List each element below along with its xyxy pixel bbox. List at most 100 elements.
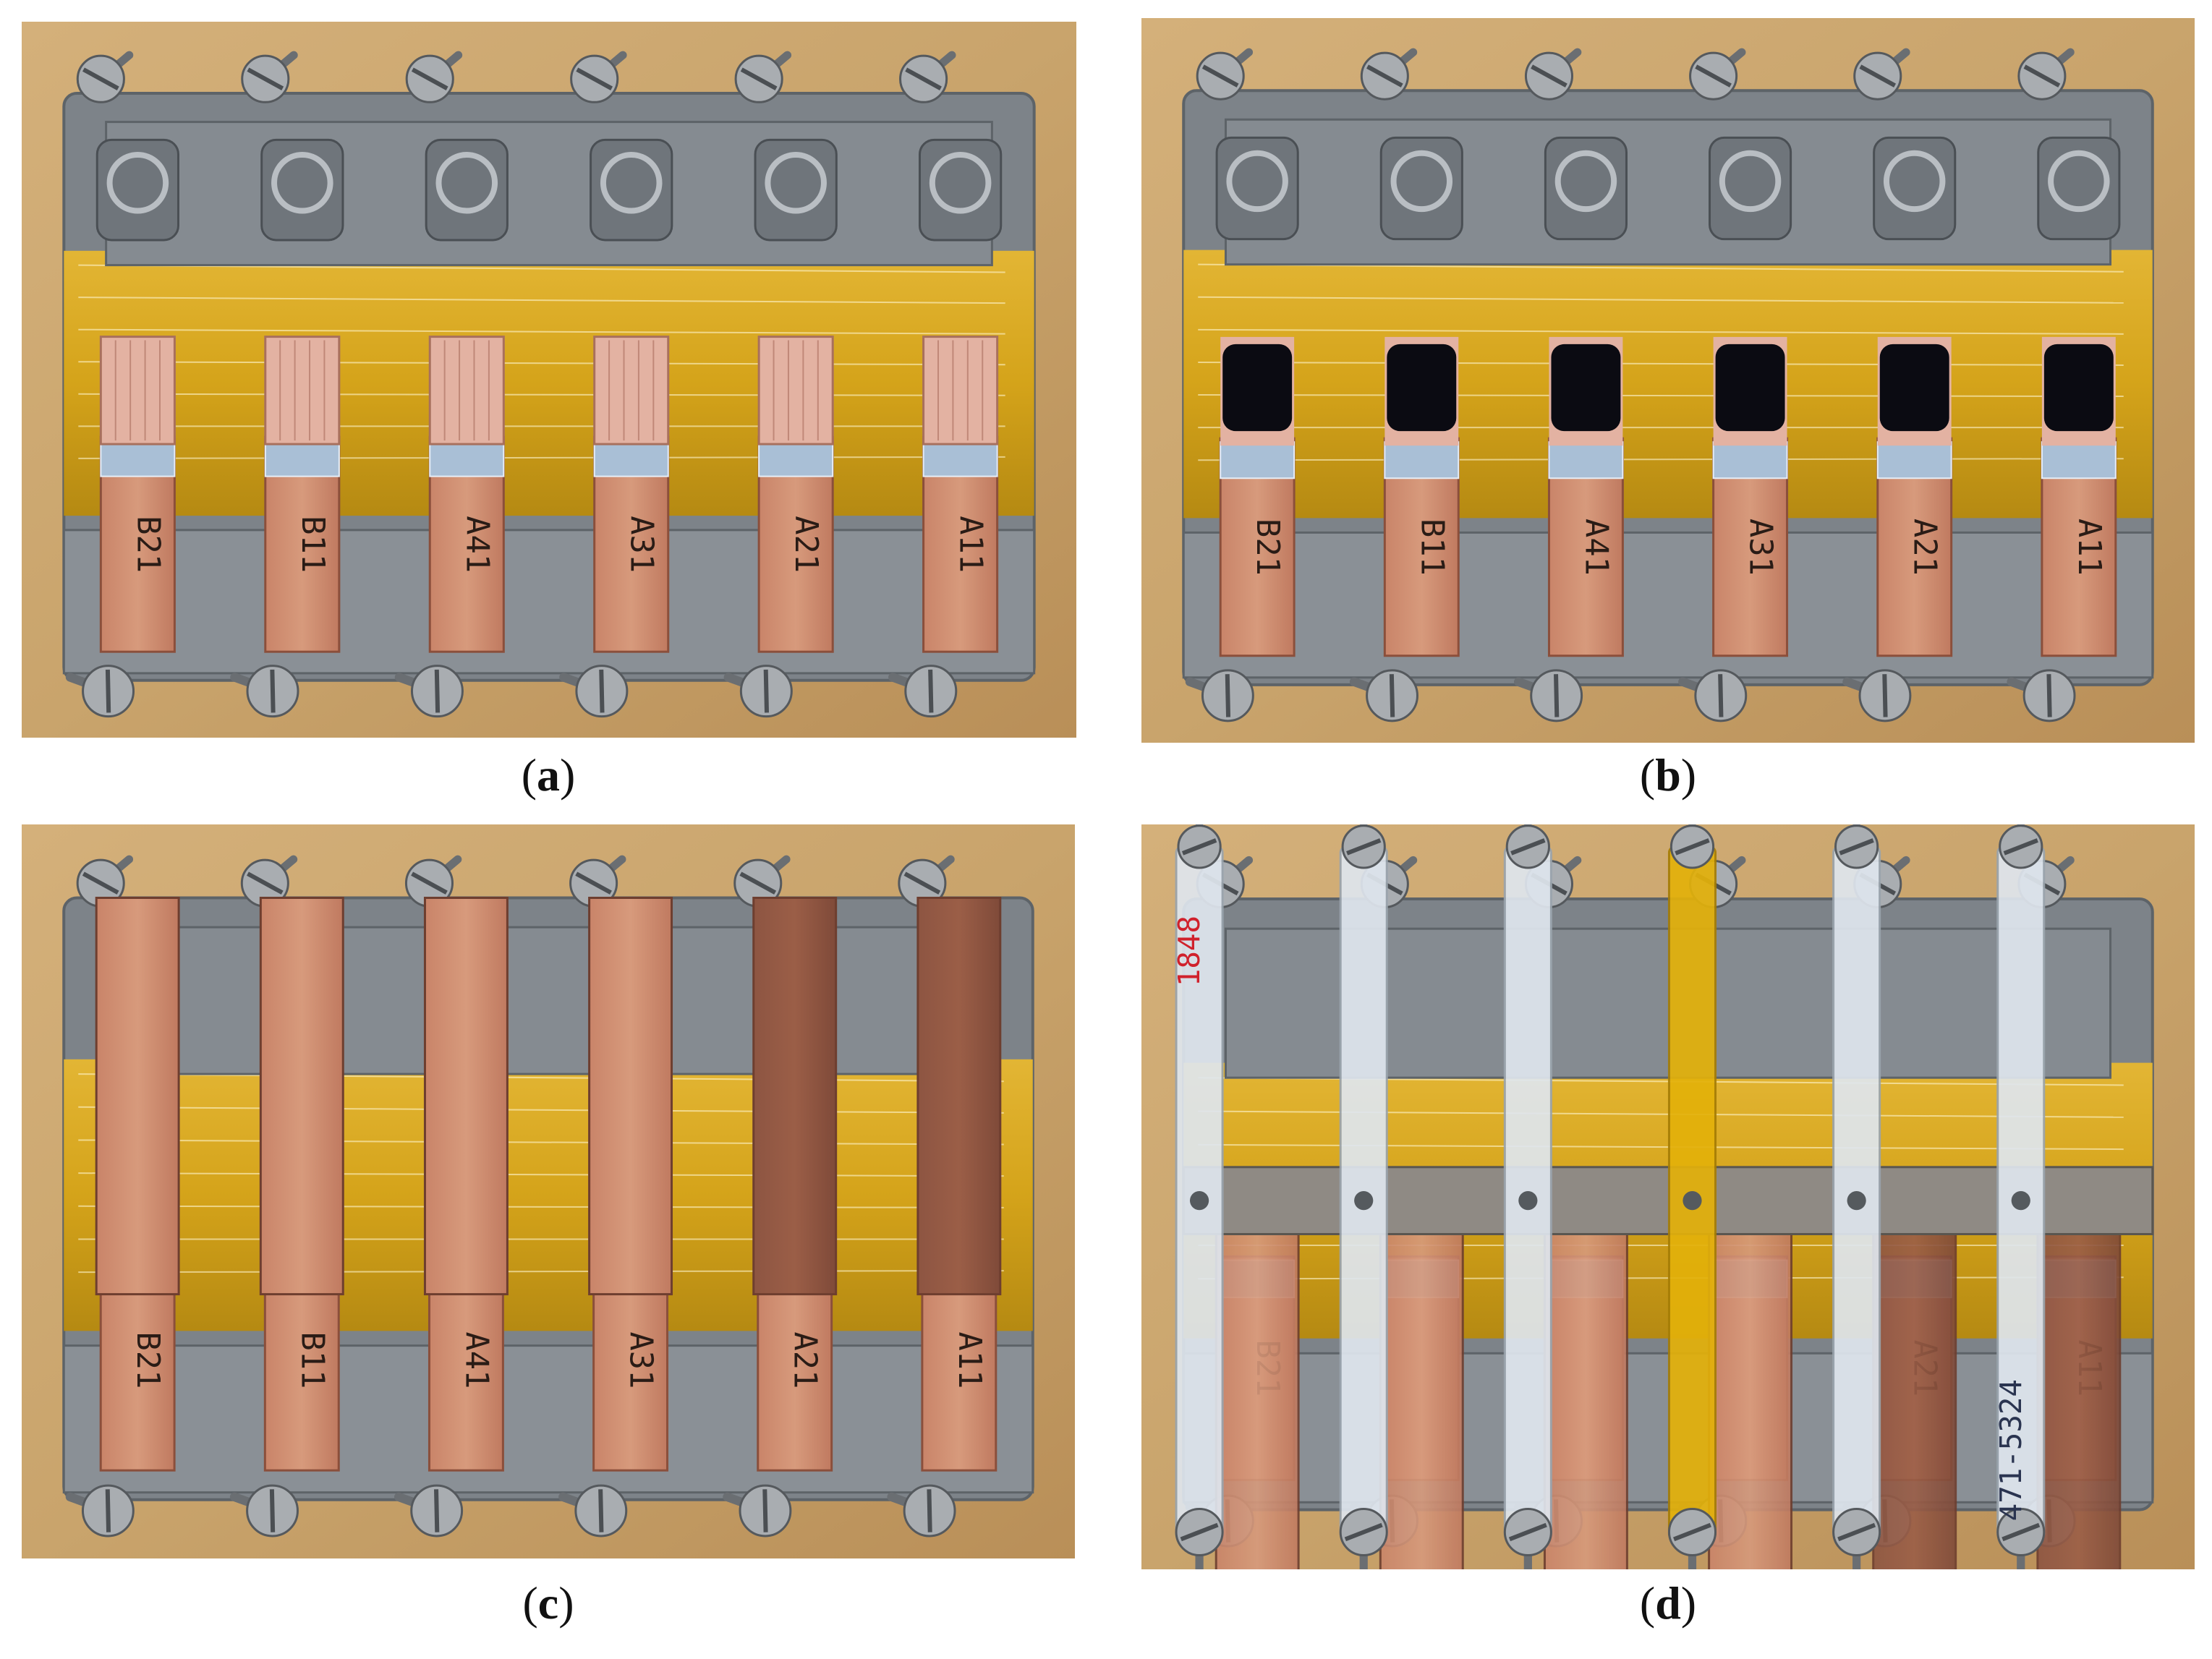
- coupon-tape: [100, 440, 176, 477]
- copper-coupon-upper: [752, 897, 838, 1296]
- bar-bolt: [1683, 1191, 1702, 1211]
- screw-slot: [1882, 674, 1888, 717]
- bottom-steel-bar: [62, 1344, 1034, 1494]
- bar-marking: 1848: [1172, 916, 1207, 986]
- clamp-screw: [1678, 669, 1748, 722]
- adhesive-layer: [1387, 344, 1457, 432]
- screw-slot: [105, 1489, 111, 1532]
- coupon-label: A11: [2071, 519, 2108, 576]
- screw-slot: [1510, 838, 1546, 856]
- coupon-label: A31: [1743, 519, 1779, 576]
- coupon-label: B21: [129, 516, 166, 573]
- clamp-screw: [1349, 669, 1418, 722]
- cup-ring: [2048, 150, 2110, 213]
- clamp-screw: [65, 665, 135, 718]
- coupon-label: B11: [1413, 519, 1450, 576]
- clamp-screw: [1177, 824, 1222, 869]
- film-reflection: [78, 1106, 1004, 1114]
- clamp-screw: [1832, 1507, 1881, 1569]
- screw-slot: [739, 871, 777, 895]
- clamp-screw: [241, 51, 298, 103]
- screw-slot: [927, 1489, 932, 1532]
- clamp-screw: [1185, 669, 1254, 722]
- screw-slot: [928, 669, 934, 713]
- coupon-bond-area: [593, 336, 670, 445]
- copper-coupon-upper: [95, 897, 180, 1296]
- kapton-tape-band: [64, 1059, 1033, 1331]
- screw-slot: [411, 871, 448, 895]
- screw-slot: [2023, 64, 2061, 88]
- clamp-screw: [1524, 48, 1582, 101]
- clamp-screw: [76, 855, 134, 908]
- cup-ring: [1390, 150, 1453, 213]
- cup-ring: [1554, 150, 1617, 213]
- coupon-bond-area: [757, 336, 834, 445]
- coupon-label: A21: [788, 516, 825, 573]
- cup-ring: [435, 151, 498, 214]
- photo-d-svg: B21A21A111848471-5324: [1141, 824, 2195, 1569]
- coupon-tape: [1876, 441, 1952, 479]
- adhesive-layer: [2043, 344, 2114, 432]
- clamp-screw: [405, 51, 463, 103]
- coupon-bond-area: [428, 336, 505, 445]
- copper-coupon-upper: [588, 897, 673, 1296]
- copper-coupon-upper: [259, 897, 344, 1296]
- clamp-screw: [229, 1484, 299, 1538]
- film-reflection: [78, 1073, 1004, 1083]
- coupon-bond-area: [922, 336, 999, 445]
- film-reflection: [78, 328, 1005, 335]
- bar-bolt: [1518, 1191, 1538, 1211]
- copper-coupon-upper: [916, 897, 1002, 1296]
- clamp-screw: [569, 855, 626, 908]
- screw-slot: [247, 871, 284, 895]
- screw-slot: [599, 669, 605, 713]
- bottom-steel-bar: [62, 529, 1036, 675]
- clamp-screw: [1196, 48, 1254, 101]
- clamp-screw: [2017, 48, 2075, 101]
- screw-slot: [903, 871, 941, 895]
- top-steel-bar: [104, 926, 992, 1075]
- photo-panel-d: B21A21A111848471-5324: [1141, 824, 2195, 1569]
- clamp-screw: [394, 665, 464, 718]
- coupon-label: A21: [787, 1332, 824, 1389]
- screw-slot: [82, 67, 119, 90]
- clamp-screw: [1996, 1507, 2046, 1569]
- bottom-steel-bar: [1182, 531, 2154, 679]
- film-reflection: [78, 264, 1005, 273]
- film-reflection: [78, 456, 1005, 459]
- film-reflection: [1198, 458, 2124, 461]
- screw-slot: [270, 669, 276, 713]
- coupon-label: A41: [1578, 519, 1615, 576]
- screw-slot: [1675, 838, 1710, 856]
- panel-label-b: (b): [1639, 749, 1697, 801]
- film-reflection: [1198, 394, 2124, 398]
- clamp-screw: [723, 1484, 792, 1538]
- cup-ring: [106, 151, 169, 214]
- screw-slot: [1859, 64, 1897, 88]
- clamp-screw: [723, 665, 793, 718]
- copper-coupon-upper: [1708, 1173, 1793, 1569]
- clamp-screw: [230, 665, 299, 718]
- film-reflection: [78, 1172, 1004, 1177]
- screw-slot: [905, 67, 942, 90]
- top-steel-bar: [105, 121, 993, 267]
- film-reflection: [78, 393, 1005, 396]
- clamp-screw: [1505, 824, 1550, 869]
- cup-ring: [1226, 150, 1288, 213]
- screw-slot: [763, 669, 769, 713]
- coupon-tape: [1548, 441, 1624, 479]
- screw-slot: [269, 1489, 276, 1532]
- screw-slot: [1531, 64, 1567, 88]
- coupon-tape: [2041, 441, 2117, 479]
- clamp-screw: [570, 51, 627, 103]
- screw-slot: [105, 669, 111, 713]
- film-reflection: [78, 1139, 1004, 1146]
- coupon-label: A41: [459, 516, 495, 573]
- film-reflection: [78, 361, 1005, 366]
- clamp-screw: [1339, 1507, 1388, 1569]
- adhesive-layer: [1715, 344, 1785, 432]
- coupon-label: B21: [129, 1332, 166, 1389]
- screw-slot: [1695, 64, 1732, 88]
